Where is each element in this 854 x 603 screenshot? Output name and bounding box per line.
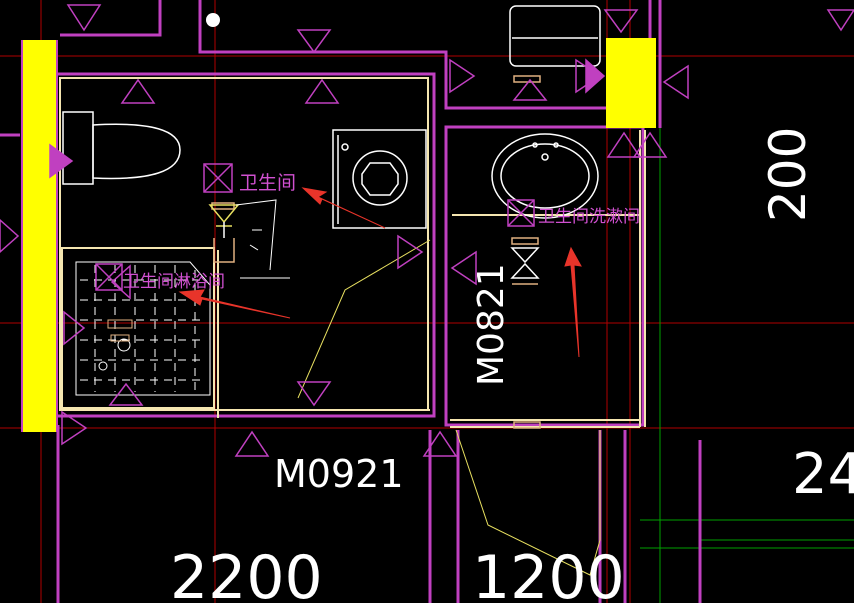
toilet-fixture — [62, 111, 181, 185]
dimension-24: 24 — [792, 442, 854, 507]
walls — [0, 0, 702, 603]
room-label-toilet: 卫生间 — [239, 172, 296, 194]
pipe-lines — [235, 199, 601, 576]
triangle-markers — [0, 4, 854, 457]
cistern — [509, 5, 601, 83]
washbasin — [491, 133, 599, 219]
room-tag-boxes — [95, 163, 535, 291]
inner-walls — [59, 77, 646, 428]
dimension-1200: 1200 — [472, 543, 625, 603]
floor-drain-symbols — [206, 13, 541, 429]
columns — [21, 38, 656, 432]
arrow-toilet — [301, 187, 386, 229]
arrow-washroom — [564, 246, 582, 358]
dimension-2000: 200 — [759, 127, 817, 222]
arrow-shower — [178, 289, 291, 319]
shower-tray — [75, 261, 211, 396]
dimension-2200: 2200 — [170, 543, 323, 603]
door-label-m0821: M0821 — [471, 263, 512, 386]
washing-machine — [332, 129, 427, 229]
room-label-shower: 卫生间淋浴间 — [123, 272, 225, 292]
green-grid-lines — [640, 0, 854, 603]
room-label-washroom: 卫生间洗漱间 — [538, 207, 640, 227]
door-label-m0921: M0921 — [274, 452, 404, 496]
annotation-arrows — [178, 187, 582, 358]
